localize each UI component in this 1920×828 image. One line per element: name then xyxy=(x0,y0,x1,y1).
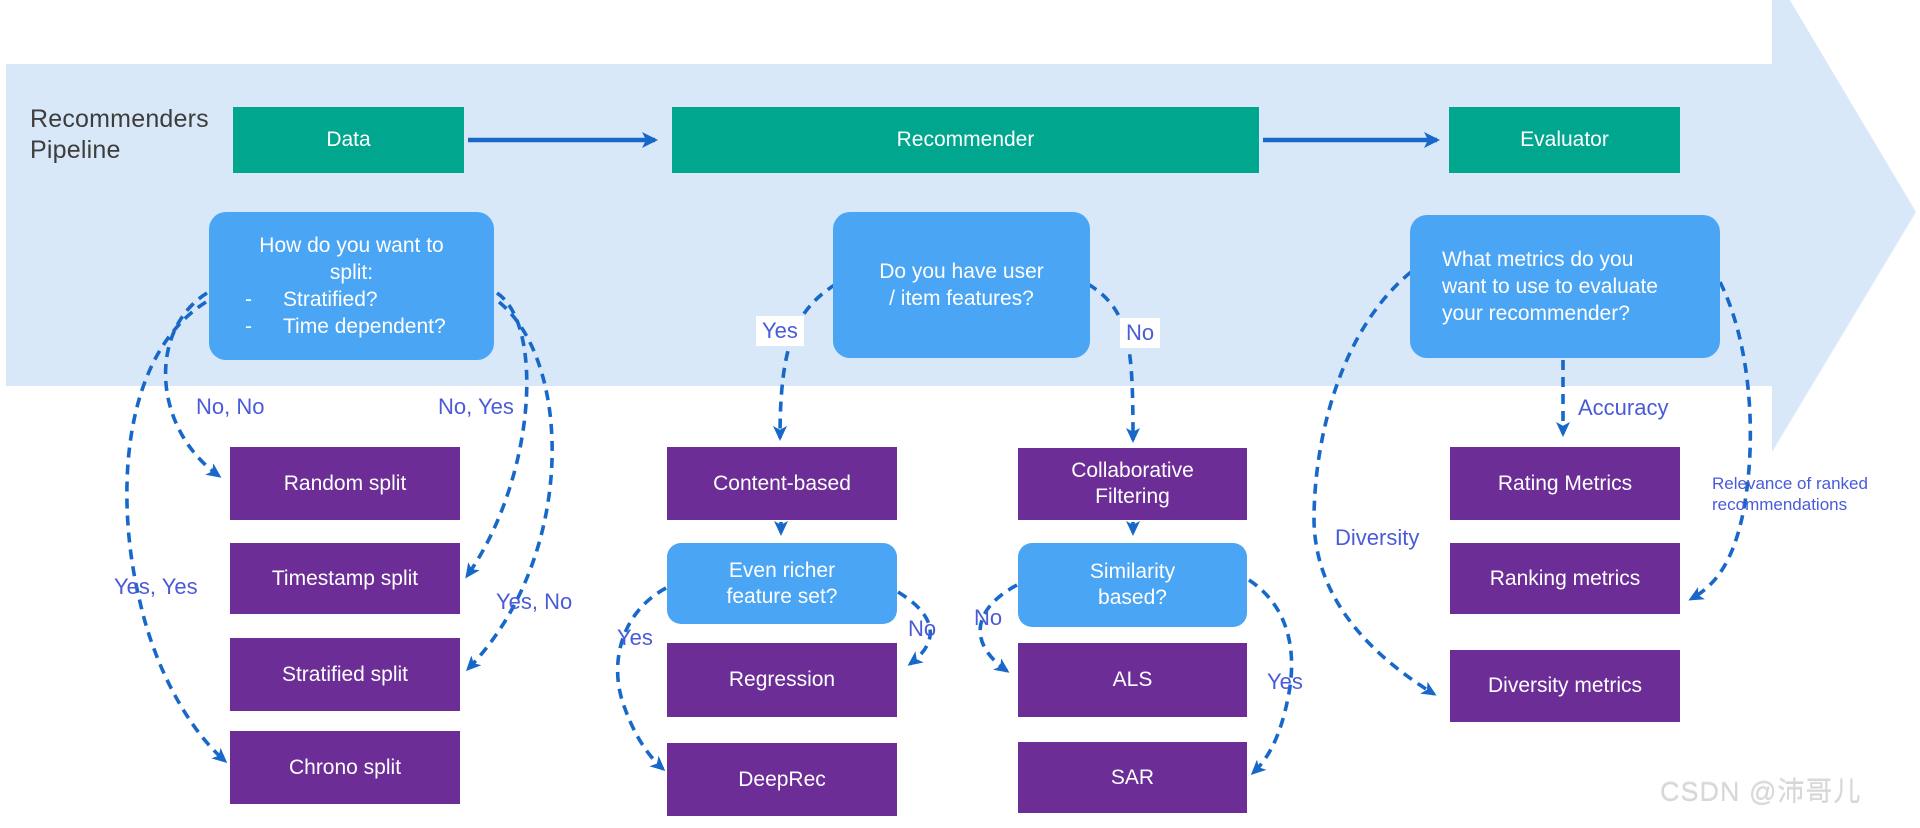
node-timestamp-split: Timestamp split xyxy=(230,543,460,614)
decision-metrics-line2: want to use to evaluate xyxy=(1442,275,1658,298)
edge-split-no-no xyxy=(163,291,222,478)
edge-label-richer-yes: Yes xyxy=(617,625,653,650)
edge-split-no-yes xyxy=(465,291,529,579)
edge-label-similarity-yes: Yes xyxy=(1267,669,1303,694)
edge-metrics-diversity xyxy=(1312,270,1437,696)
edge-label-no-yes: No, Yes xyxy=(438,394,514,419)
edge-label-relevance-line2: recommendations xyxy=(1712,495,1848,514)
stage-data: Data xyxy=(233,107,464,173)
node-similarity-line2: based? xyxy=(1098,586,1167,609)
edge-split-yes-no xyxy=(465,300,554,672)
node-even-richer-line1: Even richer xyxy=(728,558,836,582)
node-collaborative-line2: Filtering xyxy=(1095,485,1170,508)
edge-features-no xyxy=(1087,282,1140,443)
node-diversity-metrics-label: Diversity metrics xyxy=(1487,674,1642,697)
node-stratified-split: Stratified split xyxy=(230,638,460,711)
decision-how-to-split: How do you want to split: - Stratified? … xyxy=(209,212,494,360)
node-random-split-label: Random split xyxy=(283,471,407,495)
node-random-split: Random split xyxy=(230,447,460,520)
node-sar: SAR xyxy=(1018,742,1247,813)
decision-user-item-features: Do you have user / item features? xyxy=(833,212,1090,358)
node-content-based-label: Content-based xyxy=(713,471,851,495)
node-similarity-line1: Similarity xyxy=(1089,560,1176,583)
edge-label-similarity-no: No xyxy=(974,605,1003,630)
stage-evaluator: Evaluator xyxy=(1449,107,1680,173)
node-chrono-split-label: Chrono split xyxy=(288,755,402,779)
edge-label-features-yes: Yes xyxy=(756,316,804,346)
node-rating-metrics-label: Rating Metrics xyxy=(1497,471,1633,495)
node-als: ALS xyxy=(1018,643,1247,717)
stage-data-label: Data xyxy=(326,128,371,151)
node-timestamp-split-label: Timestamp split xyxy=(271,566,419,590)
node-even-richer-feature-set: Even richer feature set? xyxy=(667,543,897,624)
bullet-dash: - xyxy=(245,288,252,311)
node-similarity-based: Similarity based? xyxy=(1018,543,1247,627)
watermark: CSDN @沛哥儿 xyxy=(1660,777,1862,807)
page-title-line1: Recommenders xyxy=(30,105,209,133)
node-collaborative-line1: Collaborative xyxy=(1071,459,1194,482)
edge-label-no-no: No, No xyxy=(196,394,265,419)
page-title: Recommenders Pipeline xyxy=(30,104,250,166)
decision-metrics-line3: your recommender? xyxy=(1442,302,1630,325)
node-als-label: ALS xyxy=(1112,668,1153,691)
edge-similarity-no xyxy=(978,583,1018,673)
node-stratified-split-label: Stratified split xyxy=(281,662,409,686)
decision-features-line1: Do you have user xyxy=(879,260,1044,283)
decision-split-line1: How do you want to xyxy=(259,234,444,257)
stage-recommender-label: Recommender xyxy=(896,128,1035,151)
decision-metrics-line1: What metrics do you xyxy=(1442,248,1634,271)
edge-label-richer-no: No xyxy=(908,616,937,641)
edge-label-diversity: Diversity xyxy=(1335,525,1420,550)
node-regression: Regression xyxy=(667,643,897,717)
bullet-text: Time dependent? xyxy=(283,315,446,338)
edge-label-yes-no: Yes, No xyxy=(496,589,573,614)
decision-split-bullet-stratified: - Stratified? xyxy=(209,286,494,313)
decision-split-bullet-time: - Time dependent? xyxy=(209,313,494,340)
node-deeprec-label: DeepRec xyxy=(738,767,826,791)
bullet-dash: - xyxy=(245,315,252,338)
edge-split-yes-yes xyxy=(125,300,228,763)
edge-metrics-relevance xyxy=(1688,281,1753,601)
edge-label-relevance: Relevance of ranked recommendations xyxy=(1712,473,1892,515)
decision-features-line2: / item features? xyxy=(889,287,1034,310)
node-ranking-metrics-label: Ranking metrics xyxy=(1489,566,1641,590)
node-sar-label: SAR xyxy=(1110,765,1155,789)
node-ranking-metrics: Ranking metrics xyxy=(1450,543,1680,614)
decision-split-line2: split: xyxy=(329,261,374,284)
page-title-line2: Pipeline xyxy=(30,136,121,164)
node-regression-label: Regression xyxy=(728,668,836,691)
stage-evaluator-label: Evaluator xyxy=(1520,128,1609,151)
node-rating-metrics: Rating Metrics xyxy=(1450,447,1680,520)
node-chrono-split: Chrono split xyxy=(230,731,460,804)
edge-similarity-yes xyxy=(1248,578,1294,776)
node-content-based: Content-based xyxy=(667,447,897,520)
node-deeprec: DeepRec xyxy=(667,743,897,816)
node-even-richer-line2: feature set? xyxy=(726,584,838,608)
bullet-text: Stratified? xyxy=(283,288,378,311)
edge-label-accuracy: Accuracy xyxy=(1578,395,1669,420)
edge-label-yes-yes: Yes, Yes xyxy=(114,574,198,599)
node-diversity-metrics: Diversity metrics xyxy=(1450,650,1680,722)
edge-label-features-no: No xyxy=(1120,318,1161,348)
edge-label-relevance-line1: Relevance of ranked xyxy=(1712,474,1868,493)
decision-evaluation-metrics: What metrics do you want to use to evalu… xyxy=(1410,215,1720,358)
stage-recommender: Recommender xyxy=(672,107,1259,173)
edge-richer-yes xyxy=(615,586,667,771)
node-collaborative-filtering: Collaborative Filtering xyxy=(1018,448,1247,520)
